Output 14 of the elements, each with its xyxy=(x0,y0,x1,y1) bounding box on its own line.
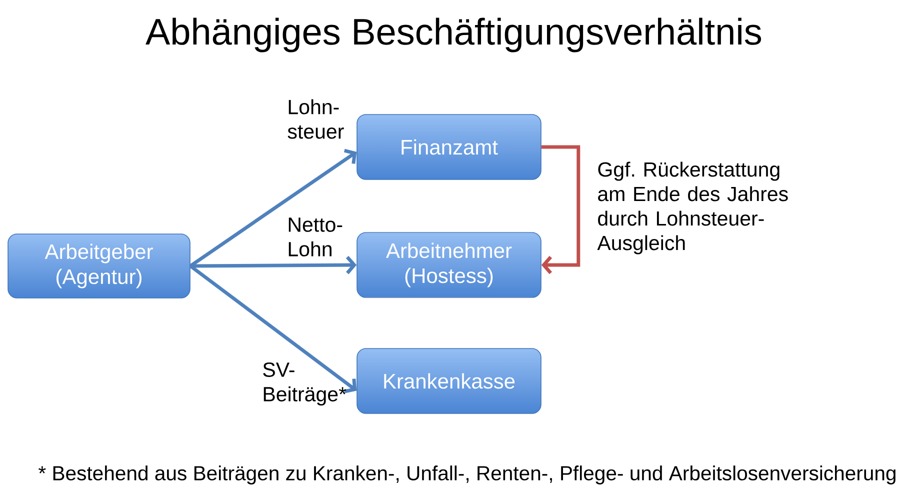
process-box: Arbeitgeber (Agentur) xyxy=(8,234,190,298)
edge-label: SV- Beiträge* xyxy=(263,362,346,406)
process-box: Finanzamt xyxy=(356,114,542,180)
edge-label: Lohn- steuer xyxy=(288,99,344,139)
arrow xyxy=(189,264,357,394)
process-box: Arbeitnehmer (Hostess) xyxy=(356,232,542,298)
arrow xyxy=(189,148,357,268)
edge-label: Netto- Lohn xyxy=(288,218,342,256)
arrow xyxy=(541,145,580,274)
title: Abhängiges Beschäftigungsverhältnis xyxy=(146,18,762,52)
process-box: Krankenkasse xyxy=(356,348,542,414)
edge-label: Ggf. Rückerstattung am Ende des Jahres durch Lohnsteuer- Ausgleich xyxy=(597,162,788,254)
arrow xyxy=(190,256,357,274)
footnote: * Bestehend aus Beiträgen zu Kranken-, Unfall-, Renten-, Pflege- und Arbeitslosenversicherung xyxy=(38,466,896,484)
